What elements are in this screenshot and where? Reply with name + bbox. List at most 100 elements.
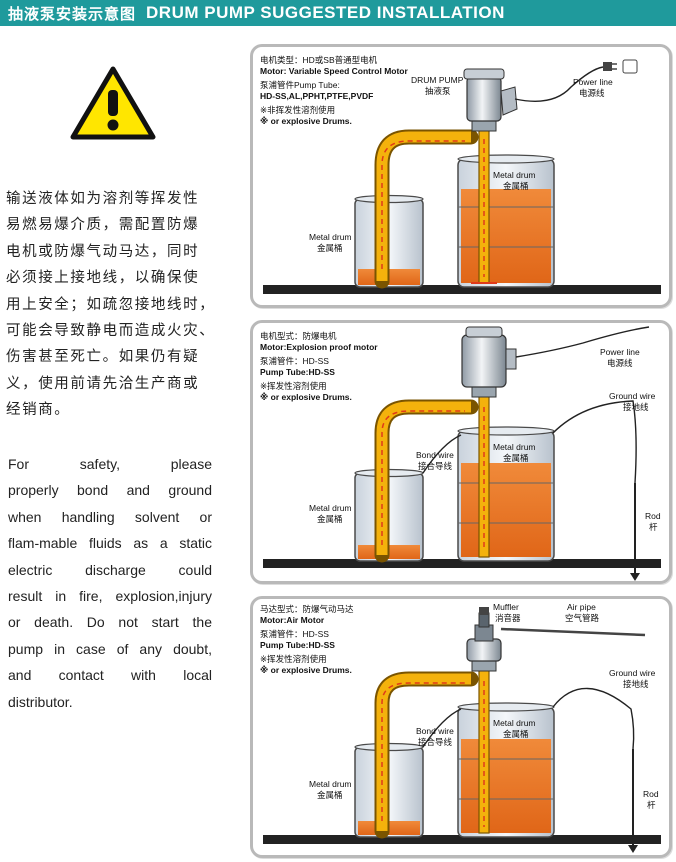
motor-type-cn: 马达型式：防爆气动马达 (260, 604, 354, 614)
warning-text-en: For safety, please properly bond and gro… (8, 451, 212, 715)
small-drum-label-cn: 金属桶 (317, 514, 343, 524)
bond-wire-label: Bond wire (416, 450, 454, 460)
warning-en-line: pump in case of any doubt, (8, 640, 212, 657)
usage-note-cn: ※挥发性溶剂使用 (260, 381, 327, 391)
air-pipe (500, 627, 646, 637)
ground-rod (628, 749, 638, 853)
warning-cn-line: 伤害甚至死亡。如果仍有疑 (6, 349, 200, 366)
motor-type-en: Motor:Air Motor (260, 615, 325, 625)
small-drum-label: Metal drum (309, 779, 352, 789)
small-drum-label: Metal drum (309, 503, 352, 513)
bond-wire-label: Bond wire (416, 726, 454, 736)
usage-note-en: ※ or explosive Drums. (260, 665, 352, 675)
drum-pump-label: DRUM PUMP (411, 75, 464, 85)
diagram-panel-standard-motor: 电机类型：HD或SB普通型电机 Motor: Variable Speed Co… (250, 44, 672, 308)
warning-en-line: properly bond and ground (8, 482, 212, 499)
ground-wire-label: Ground wire (609, 668, 656, 678)
floor (263, 835, 661, 844)
warning-cn-line: 输送液体如为溶剂等挥发性 (6, 191, 200, 207)
large-drum-label-cn: 金属桶 (503, 453, 529, 463)
warning-cn-line: 义，使用前请先洽生产商或 (6, 375, 200, 392)
small-drum-label: Metal drum (309, 232, 352, 242)
warning-en-line: or death. Do not start the (8, 614, 212, 631)
power-line-label: Power line (600, 347, 640, 357)
muffler-icon (479, 607, 489, 615)
rod-label: Rod (643, 789, 659, 799)
rod-label: Rod (645, 511, 661, 521)
pump-tube-materials: Pump Tube:HD-SS (260, 640, 335, 650)
power-plug-icon (603, 59, 638, 74)
usage-note-en: ※ or explosive Drums. (260, 392, 352, 402)
ground-rod (630, 483, 640, 581)
usage-note-cn: ※挥发性溶剂使用 (260, 654, 327, 664)
page-title-cn: 抽液泵安装示意图 (8, 4, 137, 23)
power-line (514, 66, 604, 102)
ground-wire-label-cn: 接地线 (623, 402, 649, 412)
large-drum-label-cn: 金属桶 (503, 729, 529, 739)
rod-label-cn: 杆 (647, 800, 656, 810)
pump-tube-cn: 泵浦管件：HD-SS (260, 629, 329, 639)
warning-triangle-icon (70, 66, 156, 140)
warning-cn-line: 必须接上接地线，以确保使 (6, 270, 200, 287)
rod-label-cn: 杆 (649, 522, 658, 532)
drum-pump-motor (463, 68, 518, 132)
floor (263, 559, 661, 568)
warning-cn-line: 电机或防爆气动马达，同时 (6, 243, 200, 260)
drum-pump-label-cn: 抽液泵 (425, 86, 451, 96)
warning-cn-line: 用上安全；如疏忽接地线时， (6, 296, 216, 313)
power-line-label-cn: 电源线 (607, 358, 633, 368)
pump-tube (478, 668, 490, 834)
large-drum-label: Metal drum (493, 718, 536, 728)
bond-wire-label-cn: 接合导线 (418, 461, 453, 471)
pump-tube-cn: 泵浦管件Pump Tube: (260, 80, 340, 90)
motor-type-cn: 电机类型：HD或SB普通型电机 (260, 55, 378, 65)
warning-cn-line: 易燃易爆介质，需配置防爆 (6, 217, 200, 234)
warning-en-line: distributor. (8, 693, 73, 710)
warning-en-line: For safety, please (8, 456, 212, 472)
warning-en-line: and contact with local (8, 667, 212, 684)
warning-en-line: when handling solvent or (8, 508, 212, 525)
motor-type-en: Motor: Variable Speed Control Motor (260, 66, 409, 76)
small-drum-label-cn: 金属桶 (317, 243, 343, 253)
bond-wire (422, 434, 462, 474)
muffler-label-cn: 消音器 (495, 613, 521, 623)
page-title-en: DRUM PUMP SUGGESTED INSTALLATION (146, 3, 505, 22)
floor (263, 285, 661, 294)
power-line-label-cn: 电源线 (579, 88, 605, 98)
warning-cn-line: 经销商。 (6, 402, 71, 419)
motor-type-cn: 电机型式：防爆电机 (260, 331, 337, 341)
pump-tube-materials: Pump Tube:HD-SS (260, 367, 335, 377)
power-line-label: Power line (573, 77, 613, 87)
power-line (515, 326, 650, 358)
small-drum-label-cn: 金属桶 (317, 790, 343, 800)
air-motor (466, 612, 502, 672)
large-drum-label: Metal drum (493, 170, 536, 180)
motor-type-en: Motor:Explosion proof motor (260, 342, 378, 352)
air-pipe-label: Air pipe (567, 602, 596, 612)
bond-wire-label-cn: 接合导线 (418, 737, 453, 747)
transfer-hose (374, 671, 479, 839)
warning-cn-line: 可能会导致静电而造成火灾、 (6, 323, 216, 340)
warning-text-cn: 输送液体如为溶剂等挥发性 易燃易爆介质，需配置防爆 电机或防爆气动马达，同时 必… (6, 186, 218, 424)
large-drum-label-cn: 金属桶 (503, 181, 529, 191)
header-bar: 抽液泵安装示意图 DRUM PUMP SUGGESTED INSTALLATIO… (0, 0, 676, 26)
bond-wire (422, 708, 462, 748)
warning-en-line: electric discharge could (8, 561, 212, 578)
air-pipe-label-cn: 空气管路 (565, 613, 600, 623)
muffler-label: Muffler (493, 602, 519, 612)
warning-en-line: flam-mable fluids as a static (8, 535, 212, 552)
large-drum-label: Metal drum (493, 442, 536, 452)
warning-en-line: result in fire, explosion,injury (8, 588, 212, 605)
diagram-panel-air-motor: 马达型式：防爆气动马达 Motor:Air Motor 泵浦管件：HD-SS P… (250, 596, 672, 858)
diagram-panel-explosion-proof-motor: 电机型式：防爆电机 Motor:Explosion proof motor 泵浦… (250, 320, 672, 584)
ground-wire (552, 400, 637, 484)
pump-tube-materials: HD-SS,AL,PPHT,PTFE,PVDF (260, 91, 373, 101)
usage-note-en: ※ or explosive Drums. (260, 116, 352, 126)
ground-wire (552, 687, 635, 750)
usage-note-cn: ※非挥发性溶剂使用 (260, 105, 335, 115)
ground-wire-label-cn: 接地线 (623, 679, 649, 689)
pump-tube-cn: 泵浦管件：HD-SS (260, 356, 329, 366)
transfer-hose (374, 399, 479, 563)
transfer-hose (374, 129, 479, 289)
pump-tube (478, 394, 490, 558)
